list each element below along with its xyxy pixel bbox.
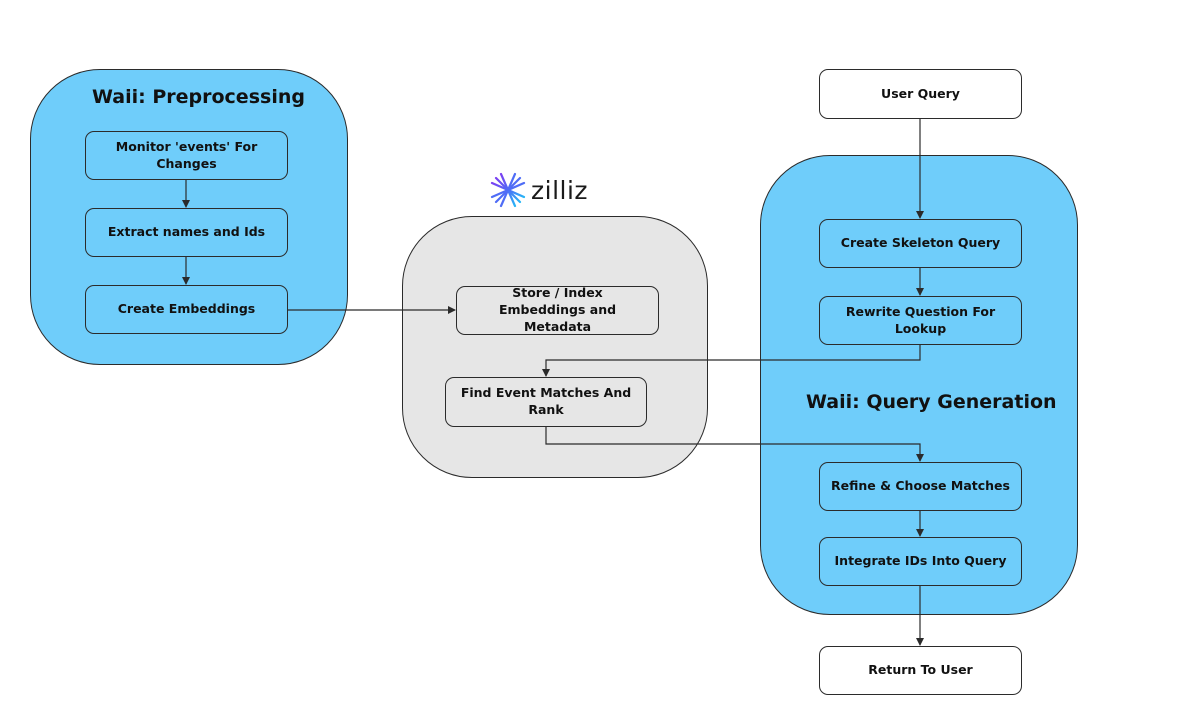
find-matches-node: Find Event Matches And Rank	[445, 377, 647, 427]
zilliz-star-icon	[488, 170, 528, 210]
arrow-find-to-refine	[545, 427, 924, 462]
zilliz-group	[402, 216, 708, 478]
rewrite-question-node: Rewrite Question For Lookup	[819, 296, 1022, 345]
skeleton-query-node: Create Skeleton Query	[819, 219, 1022, 268]
return-to-user-node: Return To User	[819, 646, 1022, 695]
preprocessing-title: Waii: Preprocessing	[92, 86, 305, 108]
query-generation-title: Waii: Query Generation	[806, 391, 1057, 413]
zilliz-logo: zilliz	[488, 170, 588, 210]
extract-names-node: Extract names and Ids	[85, 208, 288, 257]
create-embeddings-node: Create Embeddings	[85, 285, 288, 334]
monitor-events-node: Monitor 'events' For Changes	[85, 131, 288, 180]
user-query-node: User Query	[819, 69, 1022, 119]
refine-matches-node: Refine & Choose Matches	[819, 462, 1022, 511]
store-index-node: Store / Index Embeddings and Metadata	[456, 285, 659, 335]
integrate-ids-node: Integrate IDs Into Query	[819, 537, 1022, 586]
arrow-rewrite-to-find	[542, 345, 921, 377]
zilliz-logo-text: zilliz	[531, 175, 589, 205]
